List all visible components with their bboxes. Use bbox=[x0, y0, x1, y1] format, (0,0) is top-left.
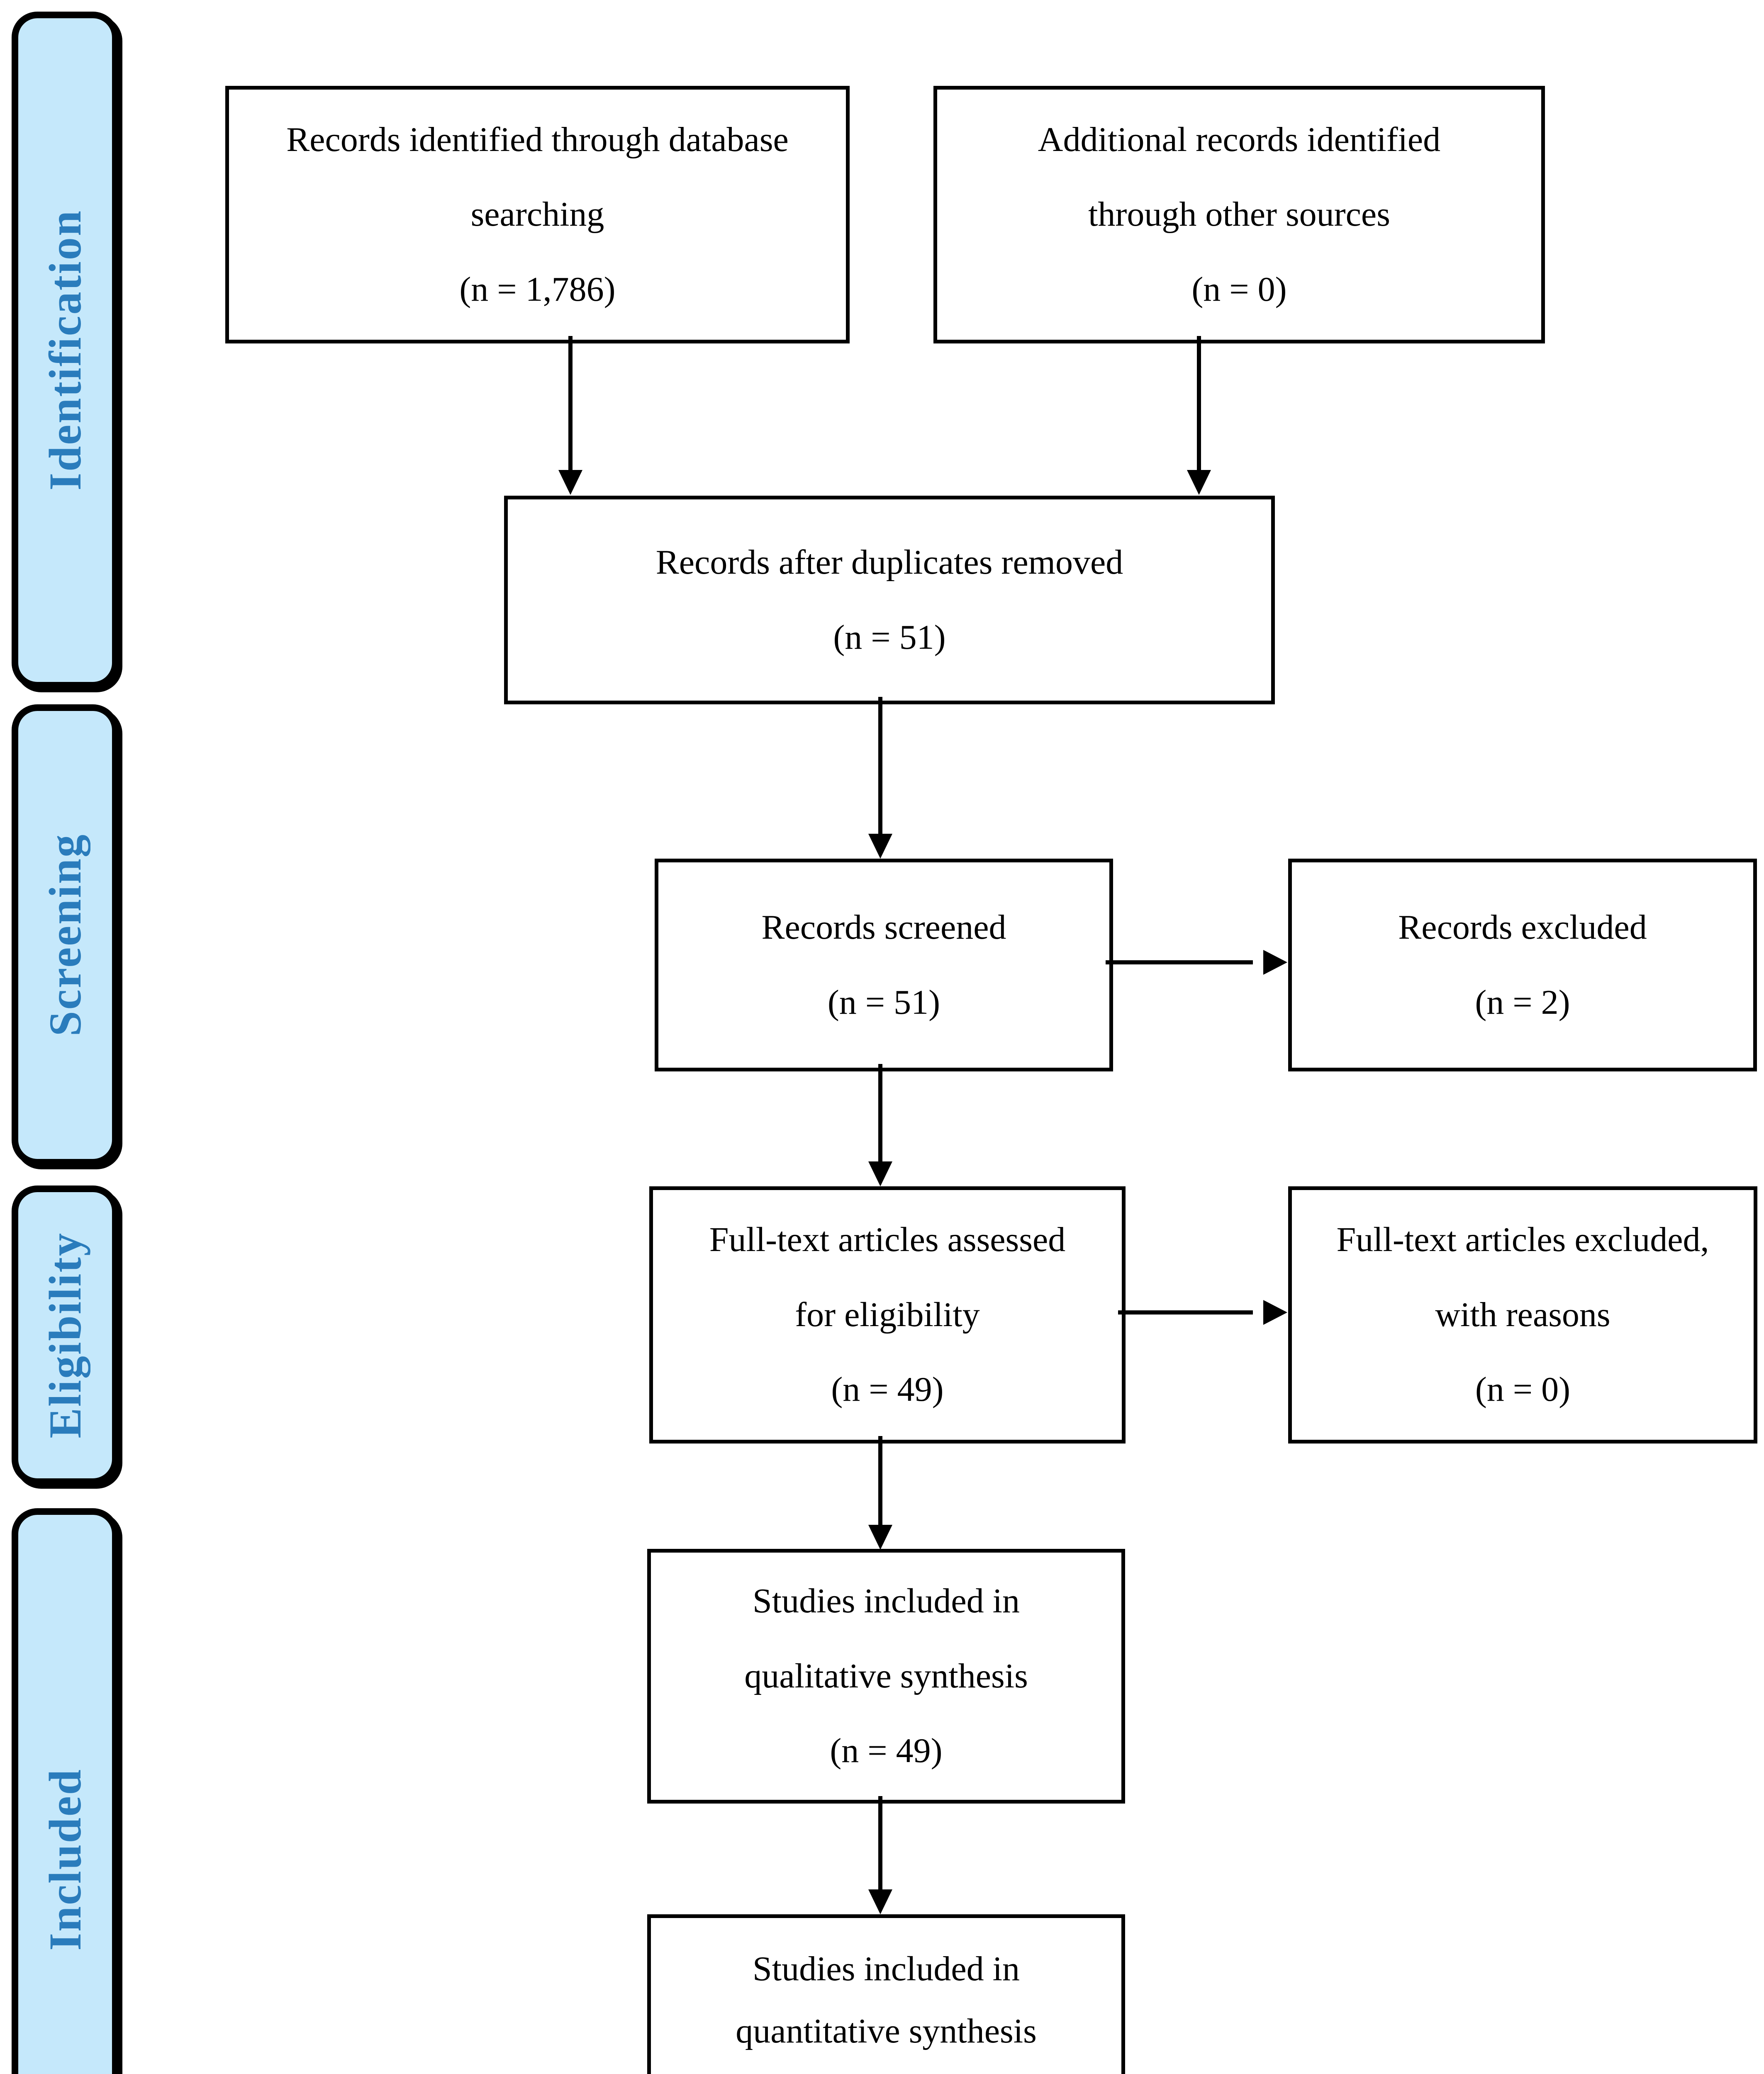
stage-screening: Screening bbox=[12, 704, 119, 1166]
arrowhead-fulltext-to-excluded bbox=[1263, 1300, 1287, 1325]
box-line: quantitative synthesis bbox=[736, 2011, 1037, 2050]
stage-eligibility: Eligibility bbox=[12, 1185, 119, 1485]
box-line: qualitative synthesis bbox=[744, 1656, 1028, 1695]
connector-identified-to-duplicates bbox=[568, 336, 573, 473]
connector-duplicates-to-screened bbox=[878, 697, 882, 836]
box-line: for eligibility bbox=[795, 1295, 980, 1334]
connector-fulltext-to-qualitative bbox=[878, 1436, 882, 1527]
box-qualitative-synthesis: Studies included in qualitative synthesi… bbox=[647, 1549, 1125, 1804]
box-count: (n = 0) bbox=[1191, 270, 1287, 309]
arrowhead-identified-to-duplicates bbox=[558, 470, 582, 495]
box-line: Records identified through database bbox=[286, 120, 789, 159]
box-duplicates-removed: Records after duplicates removed (n = 51… bbox=[504, 496, 1275, 704]
box-line: Full-text articles assessed bbox=[709, 1220, 1066, 1259]
connector-screened-to-excluded bbox=[1106, 960, 1253, 964]
stage-included-label: Included bbox=[39, 1768, 90, 1951]
box-count: (n = 51) bbox=[833, 618, 946, 657]
arrowhead-duplicates-to-screened bbox=[868, 834, 892, 859]
arrowhead-fulltext-to-qualitative bbox=[868, 1525, 892, 1550]
stage-eligibility-label: Eligibility bbox=[39, 1232, 90, 1439]
box-line: Records screened bbox=[761, 908, 1006, 947]
box-line: searching bbox=[470, 195, 604, 234]
box-line: through other sources bbox=[1088, 195, 1390, 234]
box-line: Studies included in bbox=[753, 1582, 1020, 1621]
box-line: with reasons bbox=[1435, 1295, 1611, 1334]
box-count: (n = 1,786) bbox=[459, 270, 616, 309]
box-line: (meta-analysis) bbox=[779, 2062, 994, 2074]
arrowhead-additional-to-duplicates bbox=[1187, 470, 1211, 495]
box-line: Additional records identified bbox=[1038, 120, 1441, 159]
box-line: Studies included in bbox=[753, 1950, 1020, 1989]
box-fulltext-excluded: Full-text articles excluded, with reason… bbox=[1288, 1186, 1757, 1444]
stage-screening-label: Screening bbox=[39, 833, 90, 1037]
connector-additional-to-duplicates bbox=[1197, 336, 1201, 473]
box-records-excluded: Records excluded (n = 2) bbox=[1288, 859, 1757, 1071]
box-line: Full-text articles excluded, bbox=[1336, 1220, 1709, 1259]
connector-screened-to-fulltext bbox=[878, 1064, 882, 1164]
box-count: (n = 0) bbox=[1475, 1370, 1571, 1409]
box-quantitative-synthesis: Studies included in quantitative synthes… bbox=[647, 1914, 1125, 2074]
box-records-screened: Records screened (n = 51) bbox=[655, 859, 1113, 1071]
connector-qualitative-to-quantitative bbox=[878, 1796, 882, 1891]
arrowhead-screened-to-fulltext bbox=[868, 1161, 892, 1186]
stage-included: Included bbox=[12, 1508, 119, 2074]
box-count: (n = 51) bbox=[827, 983, 940, 1022]
stage-identification: Identification bbox=[12, 12, 119, 689]
box-line: Records after duplicates removed bbox=[655, 543, 1123, 582]
box-count: (n = 49) bbox=[831, 1370, 944, 1409]
arrowhead-screened-to-excluded bbox=[1263, 950, 1287, 975]
connector-fulltext-to-excluded bbox=[1118, 1310, 1253, 1315]
box-line: Records excluded bbox=[1398, 908, 1647, 947]
box-fulltext-assessed: Full-text articles assessed for eligibil… bbox=[649, 1186, 1126, 1444]
stage-identification-label: Identification bbox=[39, 209, 90, 491]
box-count: (n = 49) bbox=[830, 1731, 943, 1770]
box-records-identified: Records identified through database sear… bbox=[225, 86, 850, 343]
box-additional-records: Additional records identified through ot… bbox=[933, 86, 1545, 343]
box-count: (n = 2) bbox=[1475, 983, 1570, 1022]
arrowhead-qualitative-to-quantitative bbox=[868, 1889, 892, 1914]
